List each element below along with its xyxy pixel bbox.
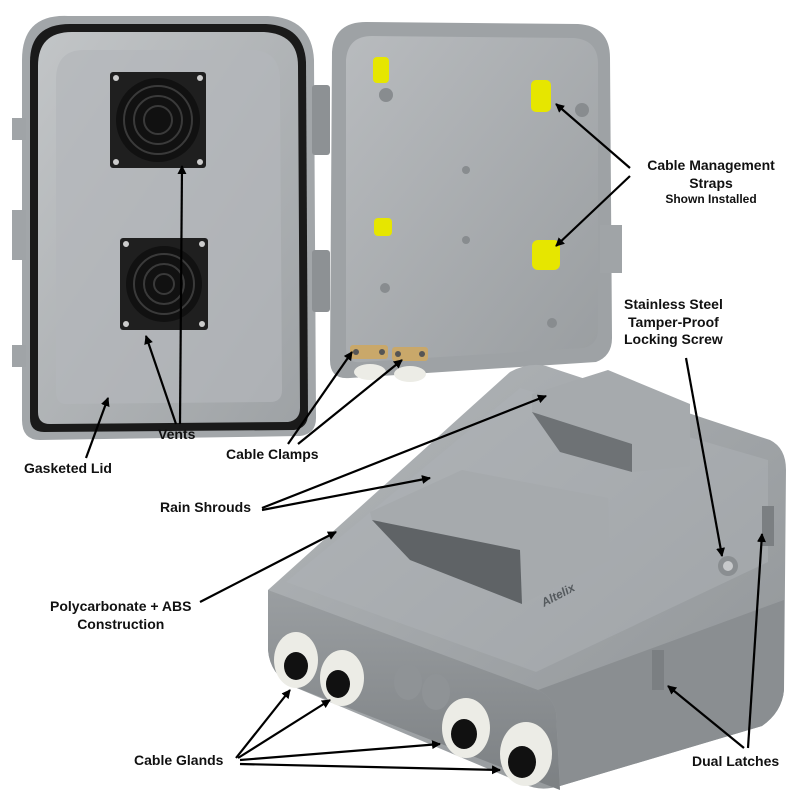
rain-shroud-rear [532, 370, 690, 472]
arrow-cable-glands [235, 689, 291, 759]
lid-latch-tab [12, 210, 26, 260]
label-locking-screw: Stainless Steel Tamper-Proof Locking Scr… [624, 296, 723, 349]
arrow-dual-latches [667, 685, 745, 749]
knockout [394, 664, 422, 700]
hinge [312, 85, 330, 312]
label-straps-title: Cable Management Straps [647, 157, 775, 191]
arrow-cable-glands [239, 740, 441, 762]
knockout [422, 674, 450, 710]
arrow-cable-clamps [287, 351, 353, 445]
label-screw-line1: Stainless Steel [624, 296, 723, 312]
lid-hinge-tab [12, 118, 26, 140]
cable-gland [274, 632, 318, 688]
cable-management-strap [373, 57, 560, 270]
arrow-rain-shrouds [261, 394, 547, 510]
label-cable-clamps: Cable Clamps [226, 446, 319, 462]
arrow-dual-latches [746, 533, 766, 749]
label-screw-line2: Tamper-Proof [628, 313, 719, 330]
vent-fan-top [110, 72, 206, 168]
label-gasketed-lid: Gasketed Lid [24, 460, 112, 476]
label-cable-glands: Cable Glands [134, 752, 224, 768]
callout-arrows [84, 103, 766, 775]
cable-clamp [350, 345, 428, 382]
arrow-gasketed-lid [84, 397, 110, 459]
label-cable-management-straps: Cable Management Straps Shown Installed [636, 157, 786, 207]
vent-fan-bottom [120, 238, 208, 330]
arrow-cable-clamps [297, 359, 403, 445]
arrow-vents [144, 335, 178, 425]
cable-gland [320, 650, 364, 706]
arrow-straps [555, 103, 631, 169]
arrow-straps [555, 175, 631, 247]
latch [652, 650, 664, 690]
arrow-construction [199, 531, 337, 603]
label-dual-latches: Dual Latches [692, 753, 780, 769]
cable-gland [500, 722, 552, 786]
arrow-cable-glands [237, 699, 331, 759]
latch [762, 506, 774, 546]
lid-hinge-tab [12, 345, 26, 367]
label-straps-sub: Shown Installed [665, 192, 757, 206]
label-screw-line3: Locking Screw [624, 331, 723, 347]
arrow-cable-glands [239, 762, 501, 775]
label-construction: Polycarbonate + ABS Construction [50, 598, 191, 633]
arrow-vents [177, 165, 187, 425]
arrow-rain-shrouds [261, 475, 431, 512]
cable-gland [442, 698, 490, 758]
label-construction-line1: Polycarbonate + ABS [50, 598, 192, 614]
label-rain-shrouds: Rain Shrouds [160, 499, 252, 515]
arrow-locking-screw [684, 357, 725, 557]
rain-shroud-front [370, 470, 610, 604]
label-construction-line2: Construction [77, 615, 165, 632]
label-vents: Vents [158, 426, 196, 442]
